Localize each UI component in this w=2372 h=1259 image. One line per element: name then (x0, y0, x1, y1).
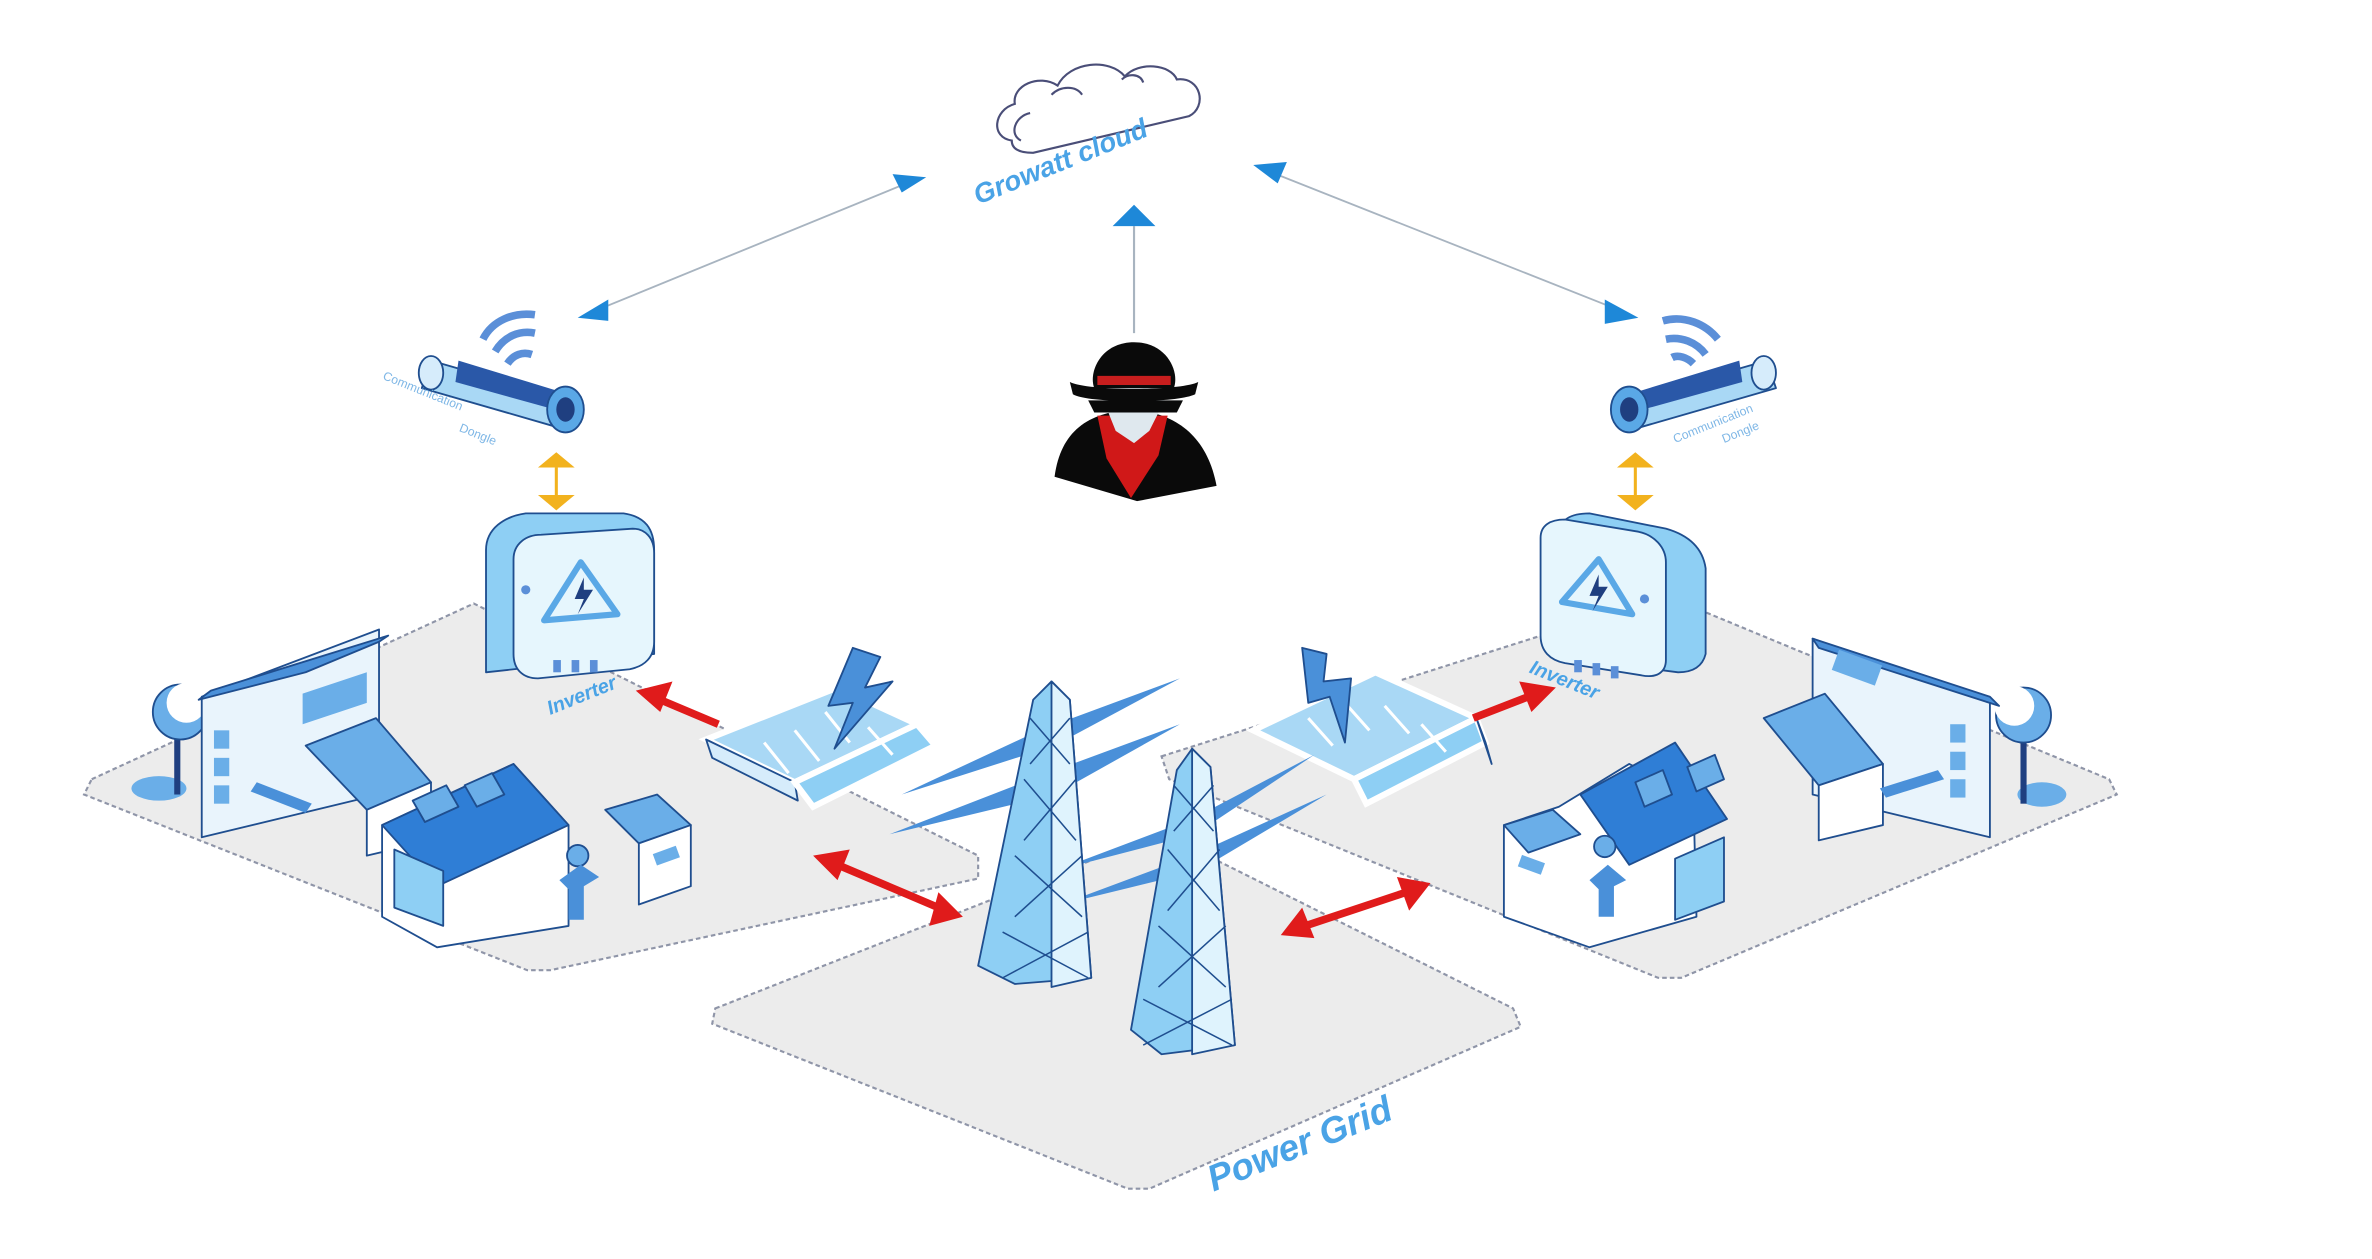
dongle-left-label-line2: Dongle (457, 421, 498, 449)
dongle-left-node[interactable]: Communication Dongle (381, 310, 585, 449)
inverter-left-node[interactable]: Inverter (485, 512, 656, 720)
cloud-icon (996, 63, 1201, 154)
house-icon (1502, 637, 2067, 949)
house-icon (131, 628, 692, 949)
link-dongle-inverter-left (537, 452, 575, 511)
inverter-icon (1539, 512, 1707, 679)
flow-home-grid-right (1280, 877, 1431, 939)
solar-panel-icon (698, 646, 941, 811)
solar-panel-left[interactable] (698, 646, 941, 811)
attacker-node[interactable] (1054, 342, 1217, 502)
link-dongle-inverter-right (1616, 452, 1654, 511)
hacker-icon (1054, 342, 1217, 502)
flow-solar-inverter-left (635, 681, 720, 728)
wifi-dongle-icon (1609, 315, 1777, 434)
transmission-tower-icon (889, 678, 1327, 1056)
solar-panel-icon (1246, 646, 1493, 808)
home-cluster-right[interactable] (1502, 637, 2067, 949)
link-dongle-left-cloud (577, 174, 927, 321)
dongle-right-node[interactable]: Communication Dongle (1609, 315, 1777, 446)
power-grid-node[interactable]: Power Grid (889, 678, 1400, 1199)
wifi-dongle-icon (417, 310, 585, 434)
flow-solar-inverter-right (1471, 681, 1556, 722)
home-cluster-left[interactable] (131, 628, 692, 949)
link-attacker-cloud (1112, 204, 1156, 334)
inverter-right-node[interactable]: Inverter (1526, 512, 1707, 705)
cloud-node[interactable]: Growatt cloud (969, 63, 1201, 211)
inverter-icon (485, 512, 656, 680)
link-dongle-right-cloud (1253, 161, 1639, 324)
solar-panel-right[interactable] (1246, 646, 1493, 808)
flow-home-grid-left (813, 849, 963, 926)
